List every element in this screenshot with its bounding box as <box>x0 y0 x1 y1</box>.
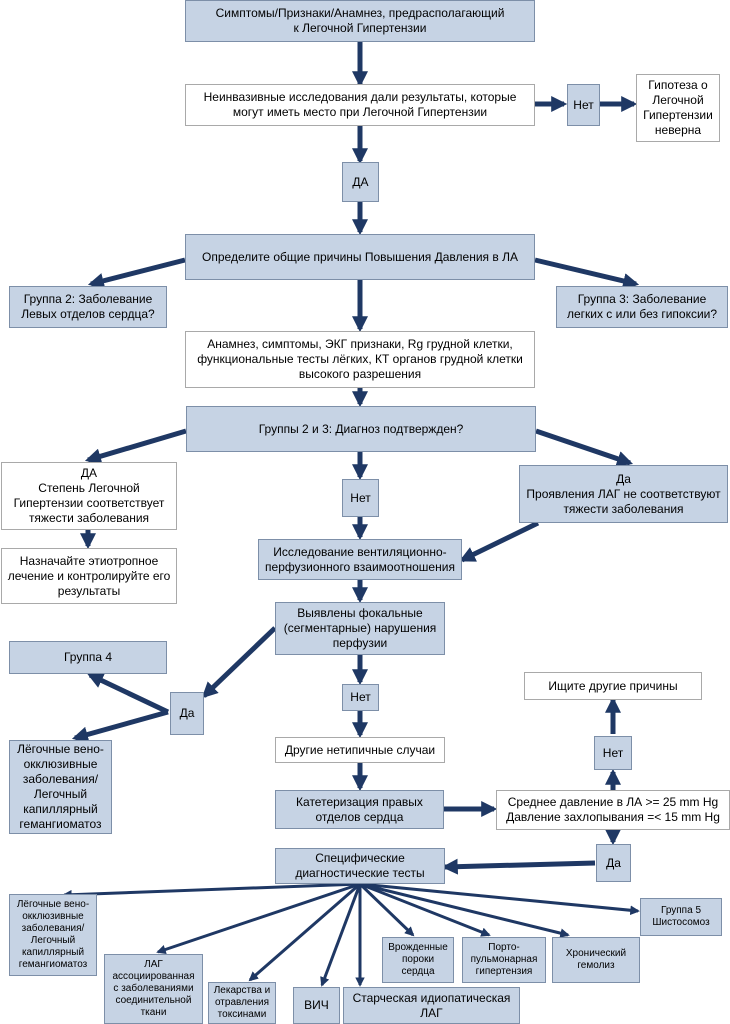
arrow-specific-to-porto <box>359 882 491 937</box>
node-look-other: Ищите другие причины <box>524 672 702 700</box>
node-yes-mismatch: Да Проявления ЛАГ не соответствуют тяжес… <box>519 465 728 523</box>
node-no-4: Нет <box>594 736 632 770</box>
node-pvod-bottom: Лёгочные вено- окклюзивные заболевания/ … <box>9 894 97 976</box>
node-group4: Группа 4 <box>9 641 167 674</box>
arrow-causes-to-group3 <box>534 257 640 289</box>
node-symptoms: Симптомы/Признаки/Анамнез, предрасполага… <box>185 0 535 42</box>
node-yes-degree: ДА Степень Легочной Гипертензии соответс… <box>1 462 177 530</box>
node-no-2: Нет <box>342 479 379 517</box>
node-portopulmonary: Порто- пульмонарная гипертензия <box>462 937 546 983</box>
arrow-yes-to-specific <box>441 858 596 875</box>
arrow-specific-to-pah-ctd <box>156 882 361 955</box>
node-drugs-toxins: Лекарства и отравления токсинами <box>208 982 276 1024</box>
arrow-causes-to-group2 <box>87 257 186 289</box>
node-no-1: Нет <box>567 84 600 126</box>
arrow-yes-to-pvod-left <box>71 709 169 743</box>
node-specific-tests: Специфические диагностические тесты <box>275 848 445 884</box>
node-other-atypical: Другие нетипичные случаи <box>275 737 445 763</box>
arrow-mismatch-to-vq <box>459 520 540 563</box>
node-noninvasive: Неинвазивные исследования дали результат… <box>185 84 535 126</box>
node-hemolysis: Хронический гемолиз <box>552 937 640 983</box>
node-group2: Группа 2: Заболевание Левых отделов серд… <box>9 286 167 328</box>
node-yes-4: Да <box>596 844 631 882</box>
arrow-specific-to-pvod <box>62 882 361 900</box>
node-catheterization: Катетеризация правых отделов сердца <box>275 790 444 829</box>
node-yes-1: ДА <box>342 162 379 202</box>
node-groups23-confirmed: Группы 2 и 3: Диагноз подтвержден? <box>186 406 536 452</box>
node-common-causes: Определите общие причины Повышения Давле… <box>185 234 535 280</box>
arrow-yes-to-group4 <box>87 672 170 715</box>
node-vq-study: Исследование вентиляционно- перфузионног… <box>258 539 462 580</box>
node-congenital: Врожденные пороки сердца <box>382 937 454 983</box>
node-pressure-criteria: Среднее давление в ЛА >= 25 mm Hg Давлен… <box>496 790 730 830</box>
node-pah-ctd: ЛАГ ассоциированная с заболеваниями соед… <box>104 954 203 1024</box>
node-pvod-left: Лёгочные вено- окклюзивные заболевания/ … <box>9 740 112 834</box>
arrow-focal-to-yes <box>201 626 277 699</box>
arrow-specific-to-hemolysis <box>359 882 570 938</box>
node-group3: Группа 3: Заболевание легких с или без г… <box>556 286 728 328</box>
arrow-groups23-to-yes-degree <box>84 428 187 465</box>
arrow-specific-to-group5 <box>359 882 640 916</box>
node-hypothesis-wrong: Гипотеза о Легочной Гипертензии неверна <box>636 74 720 142</box>
node-focal-defects: Выявлены фокальные (сегментарные) наруше… <box>275 602 445 655</box>
node-idiopathic: Старческая идиопатическая ЛАГ <box>343 987 520 1024</box>
node-group5: Группа 5 Шистосомоз <box>640 898 722 936</box>
node-hiv: ВИЧ <box>293 987 340 1024</box>
node-etiotropic: Назначайте этиотропное лечение и контрол… <box>1 548 177 604</box>
node-anamnesis-tests: Анамнез, симптомы, ЭКГ признаки, Rg груд… <box>185 331 535 388</box>
arrow-specific-to-drugs <box>248 882 361 982</box>
node-yes-3: Да <box>170 692 204 735</box>
arrow-groups23-to-yes-mismatch <box>535 428 634 467</box>
node-no-3: Нет <box>342 684 379 711</box>
arrow-specific-to-congenital <box>358 882 415 937</box>
arrow-specific-to-hiv <box>320 883 362 987</box>
